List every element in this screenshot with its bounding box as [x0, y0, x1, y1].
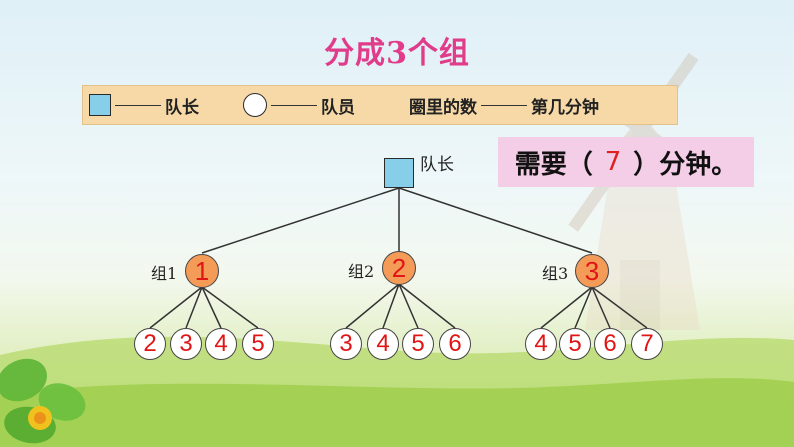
legend-minute-label: 第几分钟 [531, 97, 599, 118]
group-node: 3 [575, 254, 609, 288]
connector-line [398, 283, 456, 329]
legend-member-label: 队员 [321, 97, 355, 118]
member-node: 7 [631, 328, 663, 360]
connector-line [201, 286, 222, 329]
member-node: 5 [559, 328, 591, 360]
connector-line [591, 286, 648, 329]
clover-icon [0, 358, 86, 444]
member-node: 4 [525, 328, 557, 360]
member-node: 6 [439, 328, 471, 360]
answer-value: 7 [604, 147, 622, 177]
legend-circle-number-label: 圈里的数 [409, 97, 477, 118]
member-circle-icon [243, 93, 267, 117]
leader-node [384, 158, 414, 188]
connector-line [398, 283, 419, 329]
answer-prefix: 需要（ [514, 149, 593, 180]
answer-box: 需要（ 7 ）分钟。 [498, 137, 754, 187]
connector-line [574, 286, 593, 329]
connector-line [345, 283, 400, 329]
leader-label: 队长 [420, 155, 454, 175]
connector-line [201, 286, 259, 329]
group-label: 组1 [151, 264, 178, 283]
member-node: 3 [170, 328, 202, 360]
connector-line [398, 187, 593, 254]
group-label: 组2 [348, 262, 375, 281]
legend-bar: 队长 队员 圈里的数 第几分钟 [82, 85, 678, 125]
legend-leader-label: 队长 [165, 97, 199, 118]
legend-dash [115, 104, 161, 106]
connector-line [201, 187, 400, 254]
connector-line [382, 283, 400, 329]
group-node: 2 [382, 251, 416, 285]
answer-suffix: ）分钟。 [633, 149, 738, 180]
connector-line [185, 286, 203, 329]
legend-dash [481, 104, 527, 106]
connector-line [540, 286, 593, 329]
member-node: 2 [134, 328, 166, 360]
group-label: 组3 [542, 264, 569, 283]
page-title: 分成3个组 [324, 36, 470, 71]
member-node: 6 [594, 328, 626, 360]
member-node: 4 [367, 328, 399, 360]
connector-line [149, 286, 203, 329]
member-node: 4 [205, 328, 237, 360]
legend-dash [271, 104, 317, 106]
hill-front [0, 378, 794, 447]
member-node: 5 [402, 328, 434, 360]
connector-line [591, 286, 611, 329]
member-node: 3 [330, 328, 362, 360]
leader-square-icon [89, 94, 111, 116]
group-node: 1 [185, 254, 219, 288]
member-node: 5 [242, 328, 274, 360]
